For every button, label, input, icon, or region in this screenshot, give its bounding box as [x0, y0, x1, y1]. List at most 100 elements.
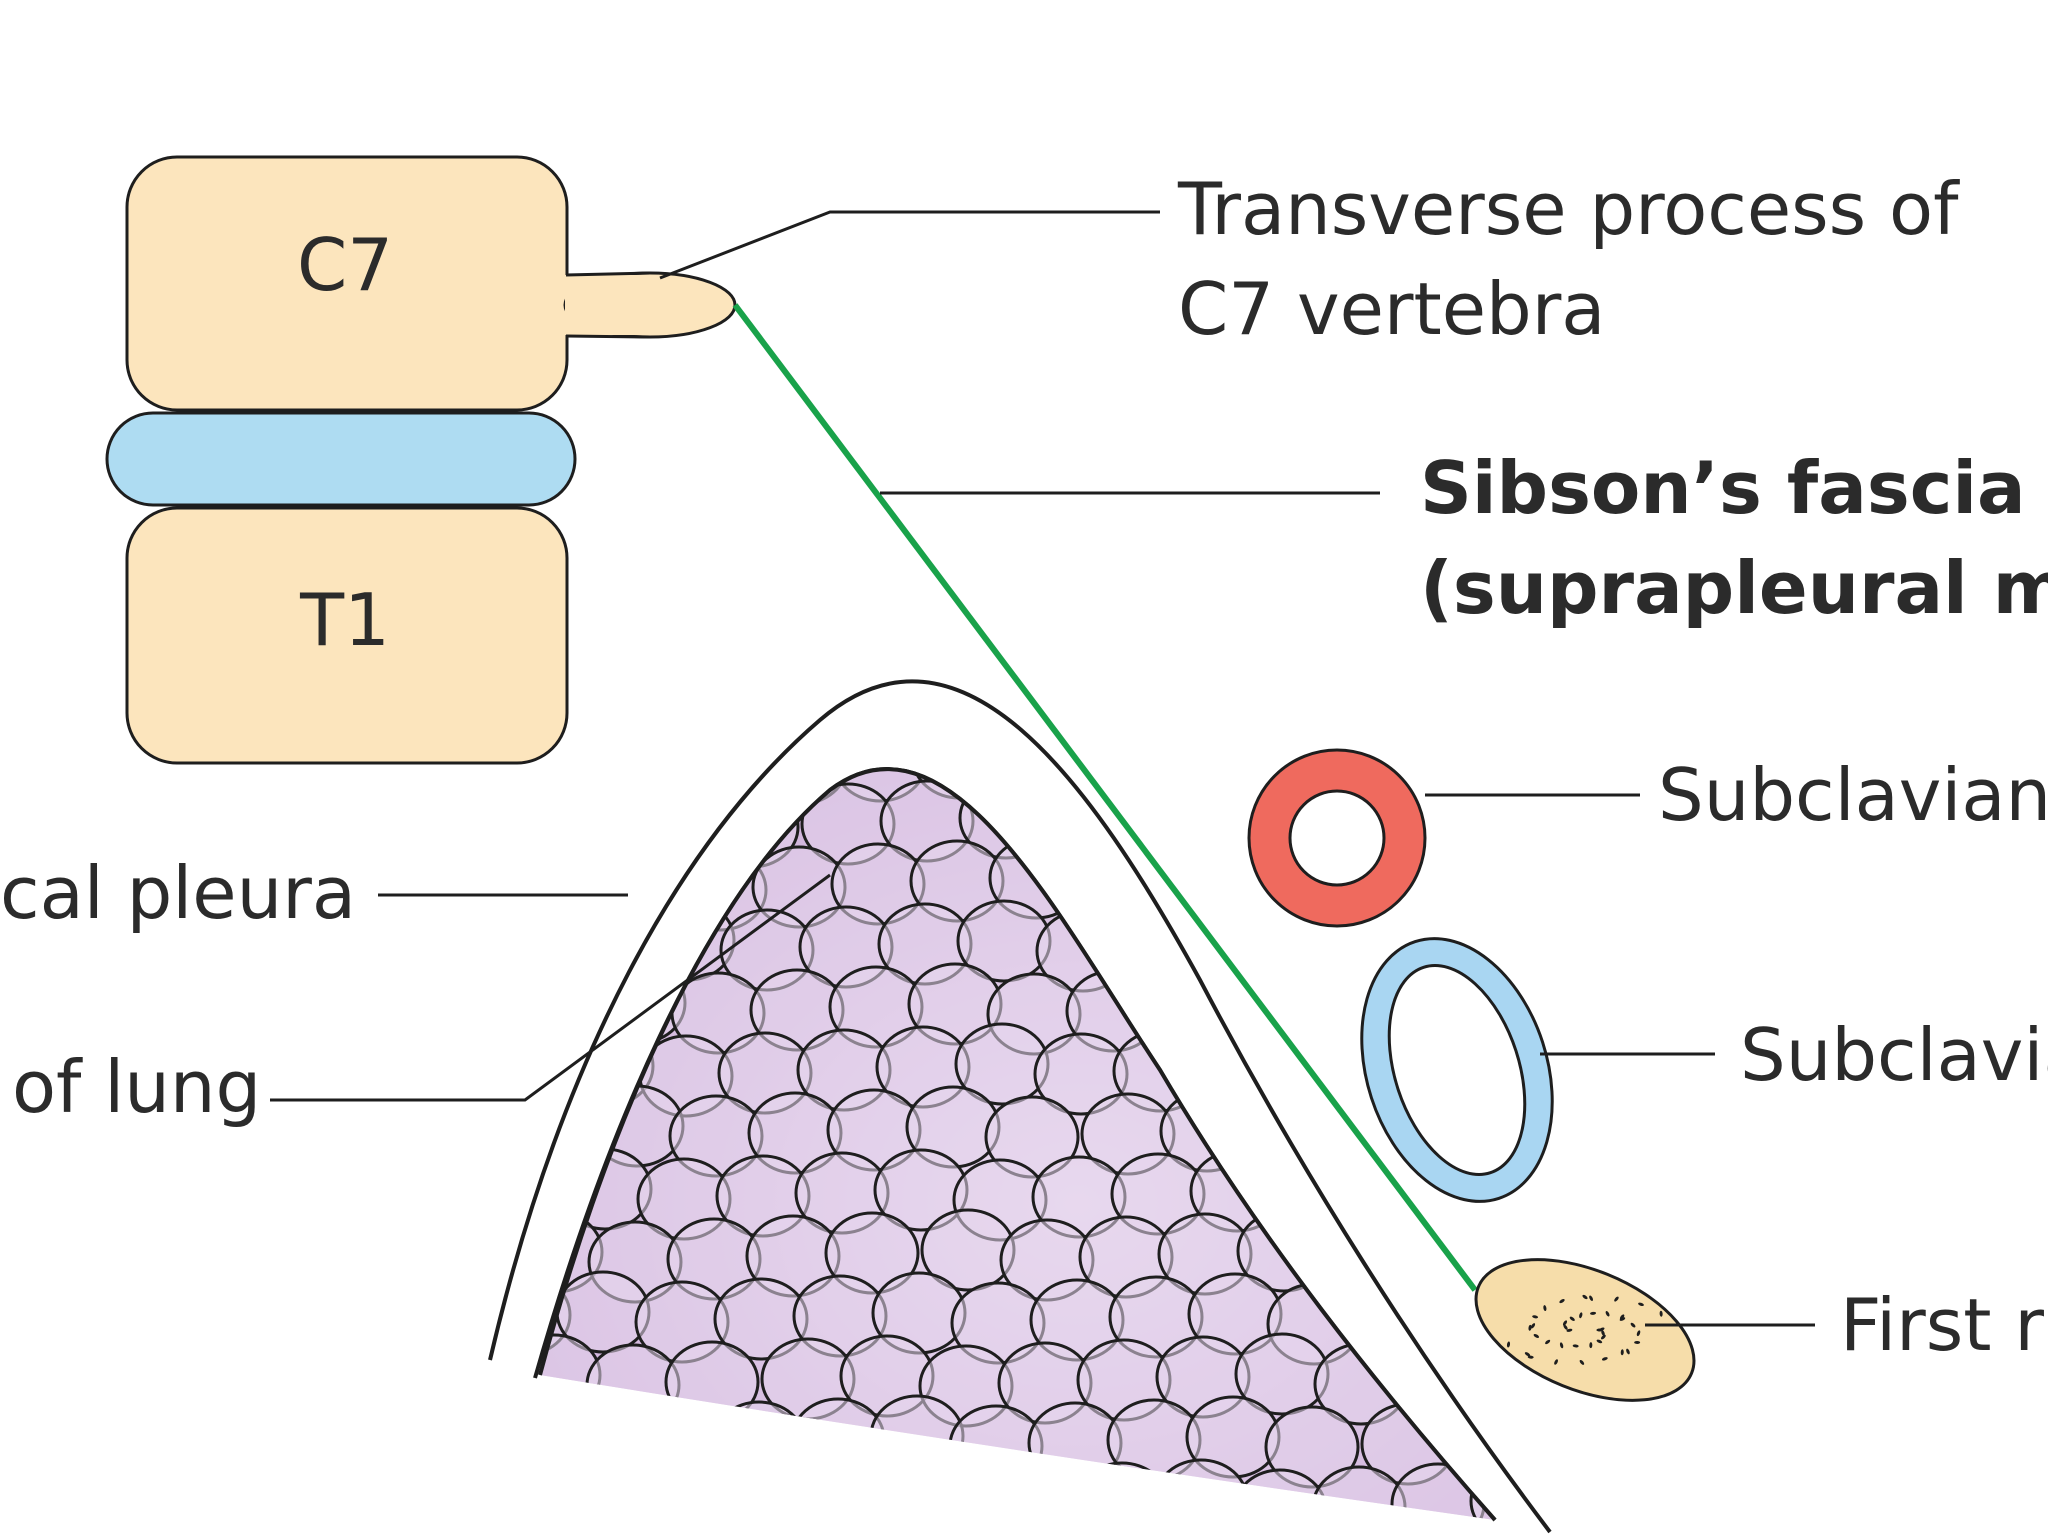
- rib-speckle: [1559, 1342, 1564, 1349]
- rib-speckle: [1572, 1344, 1579, 1348]
- vertebral-column: C7 T1: [105, 155, 737, 765]
- rib-speckle: [1562, 1320, 1568, 1326]
- rib-speckle: [1524, 1352, 1531, 1357]
- label-apex-of-lung: of lung: [12, 1045, 261, 1129]
- rib-speckle: [1589, 1342, 1593, 1349]
- sibsons-fascia-line: [732, 303, 1478, 1292]
- lung-lobule: [540, 841, 610, 925]
- rib-speckle: [1579, 1312, 1583, 1319]
- rib-speckle: [1605, 1311, 1610, 1317]
- lung-lobule: [544, 901, 640, 985]
- rib-speckle: [1563, 1324, 1568, 1330]
- lung-lobule: [433, 1092, 525, 1172]
- lung-lobule: [427, 1461, 519, 1536]
- leader-lung: [270, 873, 831, 1102]
- lung-lobule: [553, 1406, 649, 1490]
- label-sibsons-fascia-line2: (suprapleural me: [1420, 546, 2048, 630]
- lung-lobule: [916, 1467, 1012, 1520]
- subclavian-vein: [1360, 937, 1554, 1203]
- label-sibsons-fascia-line1: Sibson’s fascia: [1420, 446, 2026, 530]
- rib-speckle: [1620, 1349, 1624, 1356]
- lung-lobule: [1345, 1279, 1441, 1363]
- subclavian-artery: [1247, 748, 1427, 928]
- lung-lobule: [1069, 769, 1165, 807]
- lung-lobule: [1439, 1399, 1495, 1483]
- lung-lobule: [790, 1397, 886, 1481]
- label-subclavian-vein: Subclavia: [1740, 1013, 2048, 1097]
- lung-lobule: [758, 1460, 854, 1520]
- lung-lobule: [540, 904, 561, 988]
- label-transverse-process-line1: Transverse process of: [1177, 167, 1960, 251]
- lung-lobule: [589, 1084, 685, 1168]
- lung-lobule: [1148, 769, 1244, 804]
- lung-lobule: [1153, 1458, 1249, 1520]
- rib-speckle: [1636, 1330, 1641, 1337]
- lung-lobule: [674, 769, 770, 796]
- lung-lobule: [1432, 784, 1495, 868]
- lung-lobule: [1469, 1459, 1495, 1520]
- rib-speckle: [1659, 1310, 1663, 1317]
- lung-lobule: [837, 1457, 933, 1520]
- lung-lobule: [632, 1403, 728, 1487]
- lung-lobule: [1116, 783, 1212, 867]
- rib-speckle: [1601, 1357, 1608, 1361]
- rib-speckle: [1533, 1333, 1540, 1338]
- lung-lobule: [1240, 963, 1336, 1047]
- rib-speckle: [1582, 1294, 1588, 1300]
- rib-speckle: [1601, 1330, 1605, 1336]
- lung-lobule: [595, 769, 691, 799]
- t1-label: T1: [299, 578, 390, 662]
- rib-speckle: [1596, 1339, 1603, 1344]
- lung-lobule: [1479, 844, 1495, 928]
- lung-lobule: [429, 1338, 521, 1418]
- label-cervical-pleura: cal pleura: [0, 851, 356, 935]
- rib-speckle: [1638, 1302, 1644, 1307]
- c7-process-stem: [565, 275, 655, 335]
- lung-lobule: [435, 969, 527, 1049]
- rib-speckle: [1527, 1355, 1534, 1359]
- lung-lobule: [540, 1456, 600, 1520]
- rib-speckle: [1589, 1295, 1593, 1301]
- rib-speckle: [1554, 1359, 1558, 1365]
- lung-lobule: [540, 781, 563, 865]
- rib-speckle: [1614, 1296, 1619, 1302]
- rib-speckle: [1530, 1323, 1536, 1329]
- lung-lobule: [546, 778, 642, 862]
- rib-speckle: [1619, 1314, 1625, 1320]
- label-transverse-process-line2: C7 vertebra: [1178, 267, 1605, 351]
- rib-speckle: [1569, 1316, 1575, 1321]
- rib-speckle: [1543, 1305, 1547, 1312]
- lung-lobule: [1144, 966, 1240, 1050]
- label-subclavian-artery: Subclavian: [1658, 753, 2048, 837]
- rib-speckle: [1566, 1328, 1573, 1332]
- lung-lobule: [711, 1400, 807, 1484]
- rib-speckle: [1559, 1299, 1565, 1304]
- cervical-pleura: [488, 679, 1552, 1534]
- lung-lobule: [600, 1466, 696, 1520]
- intervertebral-disc: [105, 411, 577, 507]
- lung-lobule: [869, 1394, 965, 1478]
- lung-lobule: [591, 961, 687, 1045]
- rib-speckle: [1590, 1311, 1597, 1315]
- lung-lobule: [1464, 769, 1495, 805]
- rib-speckle: [1528, 1324, 1532, 1331]
- lung-lobule: [1191, 1026, 1287, 1110]
- rib-speckle: [1506, 1341, 1511, 1348]
- rib-speckle: [1626, 1348, 1630, 1355]
- rib-speckle: [1545, 1339, 1551, 1345]
- rib-speckle: [1634, 1340, 1641, 1344]
- lung-lobule: [540, 964, 608, 1048]
- lung-lobule: [1193, 903, 1289, 987]
- first-rib: [1474, 1258, 1696, 1402]
- lung-lobule: [679, 1463, 775, 1520]
- lung-lobule: [995, 1464, 1091, 1520]
- lung-lobule: [1238, 1086, 1334, 1170]
- rib-speckle: [1598, 1327, 1605, 1332]
- rib-speckle: [1630, 1322, 1636, 1328]
- lung-lobule: [540, 1396, 570, 1480]
- rib-speckle: [1532, 1315, 1539, 1319]
- lung-lobule: [1074, 1461, 1170, 1520]
- c7-label: C7: [297, 223, 393, 307]
- leader-transverse: [659, 210, 1160, 280]
